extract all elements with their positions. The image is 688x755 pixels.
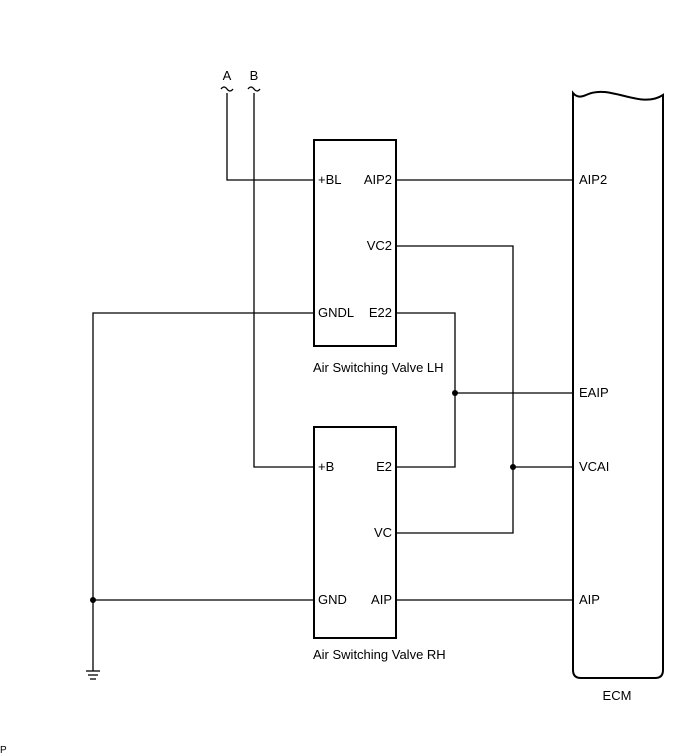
lh-pin-gndl: GNDL	[318, 305, 354, 320]
connector-b-label: B	[250, 68, 259, 83]
lh-valve-label: Air Switching Valve LH	[313, 360, 444, 375]
air-switching-valve-rh	[313, 426, 397, 639]
corner-code: P	[0, 745, 7, 755]
ground-icon	[86, 670, 100, 680]
rh-pin-b: +B	[318, 459, 334, 474]
wire-vc2	[396, 245, 514, 534]
lh-pin-bl: +BL	[318, 172, 342, 187]
rh-pin-aip: AIP	[371, 592, 392, 607]
ecm-pin-aip: AIP	[579, 592, 600, 607]
ecm-pin-eaip: EAIP	[579, 385, 609, 400]
break-mark-icon	[247, 86, 261, 92]
wire-b-to-plus-b	[253, 93, 314, 468]
wire-e22-e2	[396, 312, 456, 468]
ecm-pin-vcai: VCAI	[579, 459, 609, 474]
rh-pin-gnd: GND	[318, 592, 347, 607]
splice-dot-eaip	[452, 390, 458, 396]
connector-a-label: A	[223, 68, 232, 83]
ecm-pin-aip2: AIP2	[579, 172, 607, 187]
rh-valve-label: Air Switching Valve RH	[313, 647, 446, 662]
rh-pin-e2: E2	[376, 459, 392, 474]
lh-pin-aip2: AIP2	[364, 172, 392, 187]
splice-dot-ground	[90, 597, 96, 603]
lh-pin-vc2: VC2	[367, 238, 392, 253]
ecm-label: ECM	[603, 688, 632, 703]
wire-a-to-bl	[226, 93, 314, 181]
rh-pin-vc: VC	[374, 525, 392, 540]
air-switching-valve-lh	[313, 139, 397, 347]
ecm-box	[572, 90, 664, 679]
break-mark-icon	[220, 86, 234, 92]
wire-ground	[92, 312, 314, 671]
splice-dot-vcai	[510, 464, 516, 470]
lh-pin-e22: E22	[369, 305, 392, 320]
